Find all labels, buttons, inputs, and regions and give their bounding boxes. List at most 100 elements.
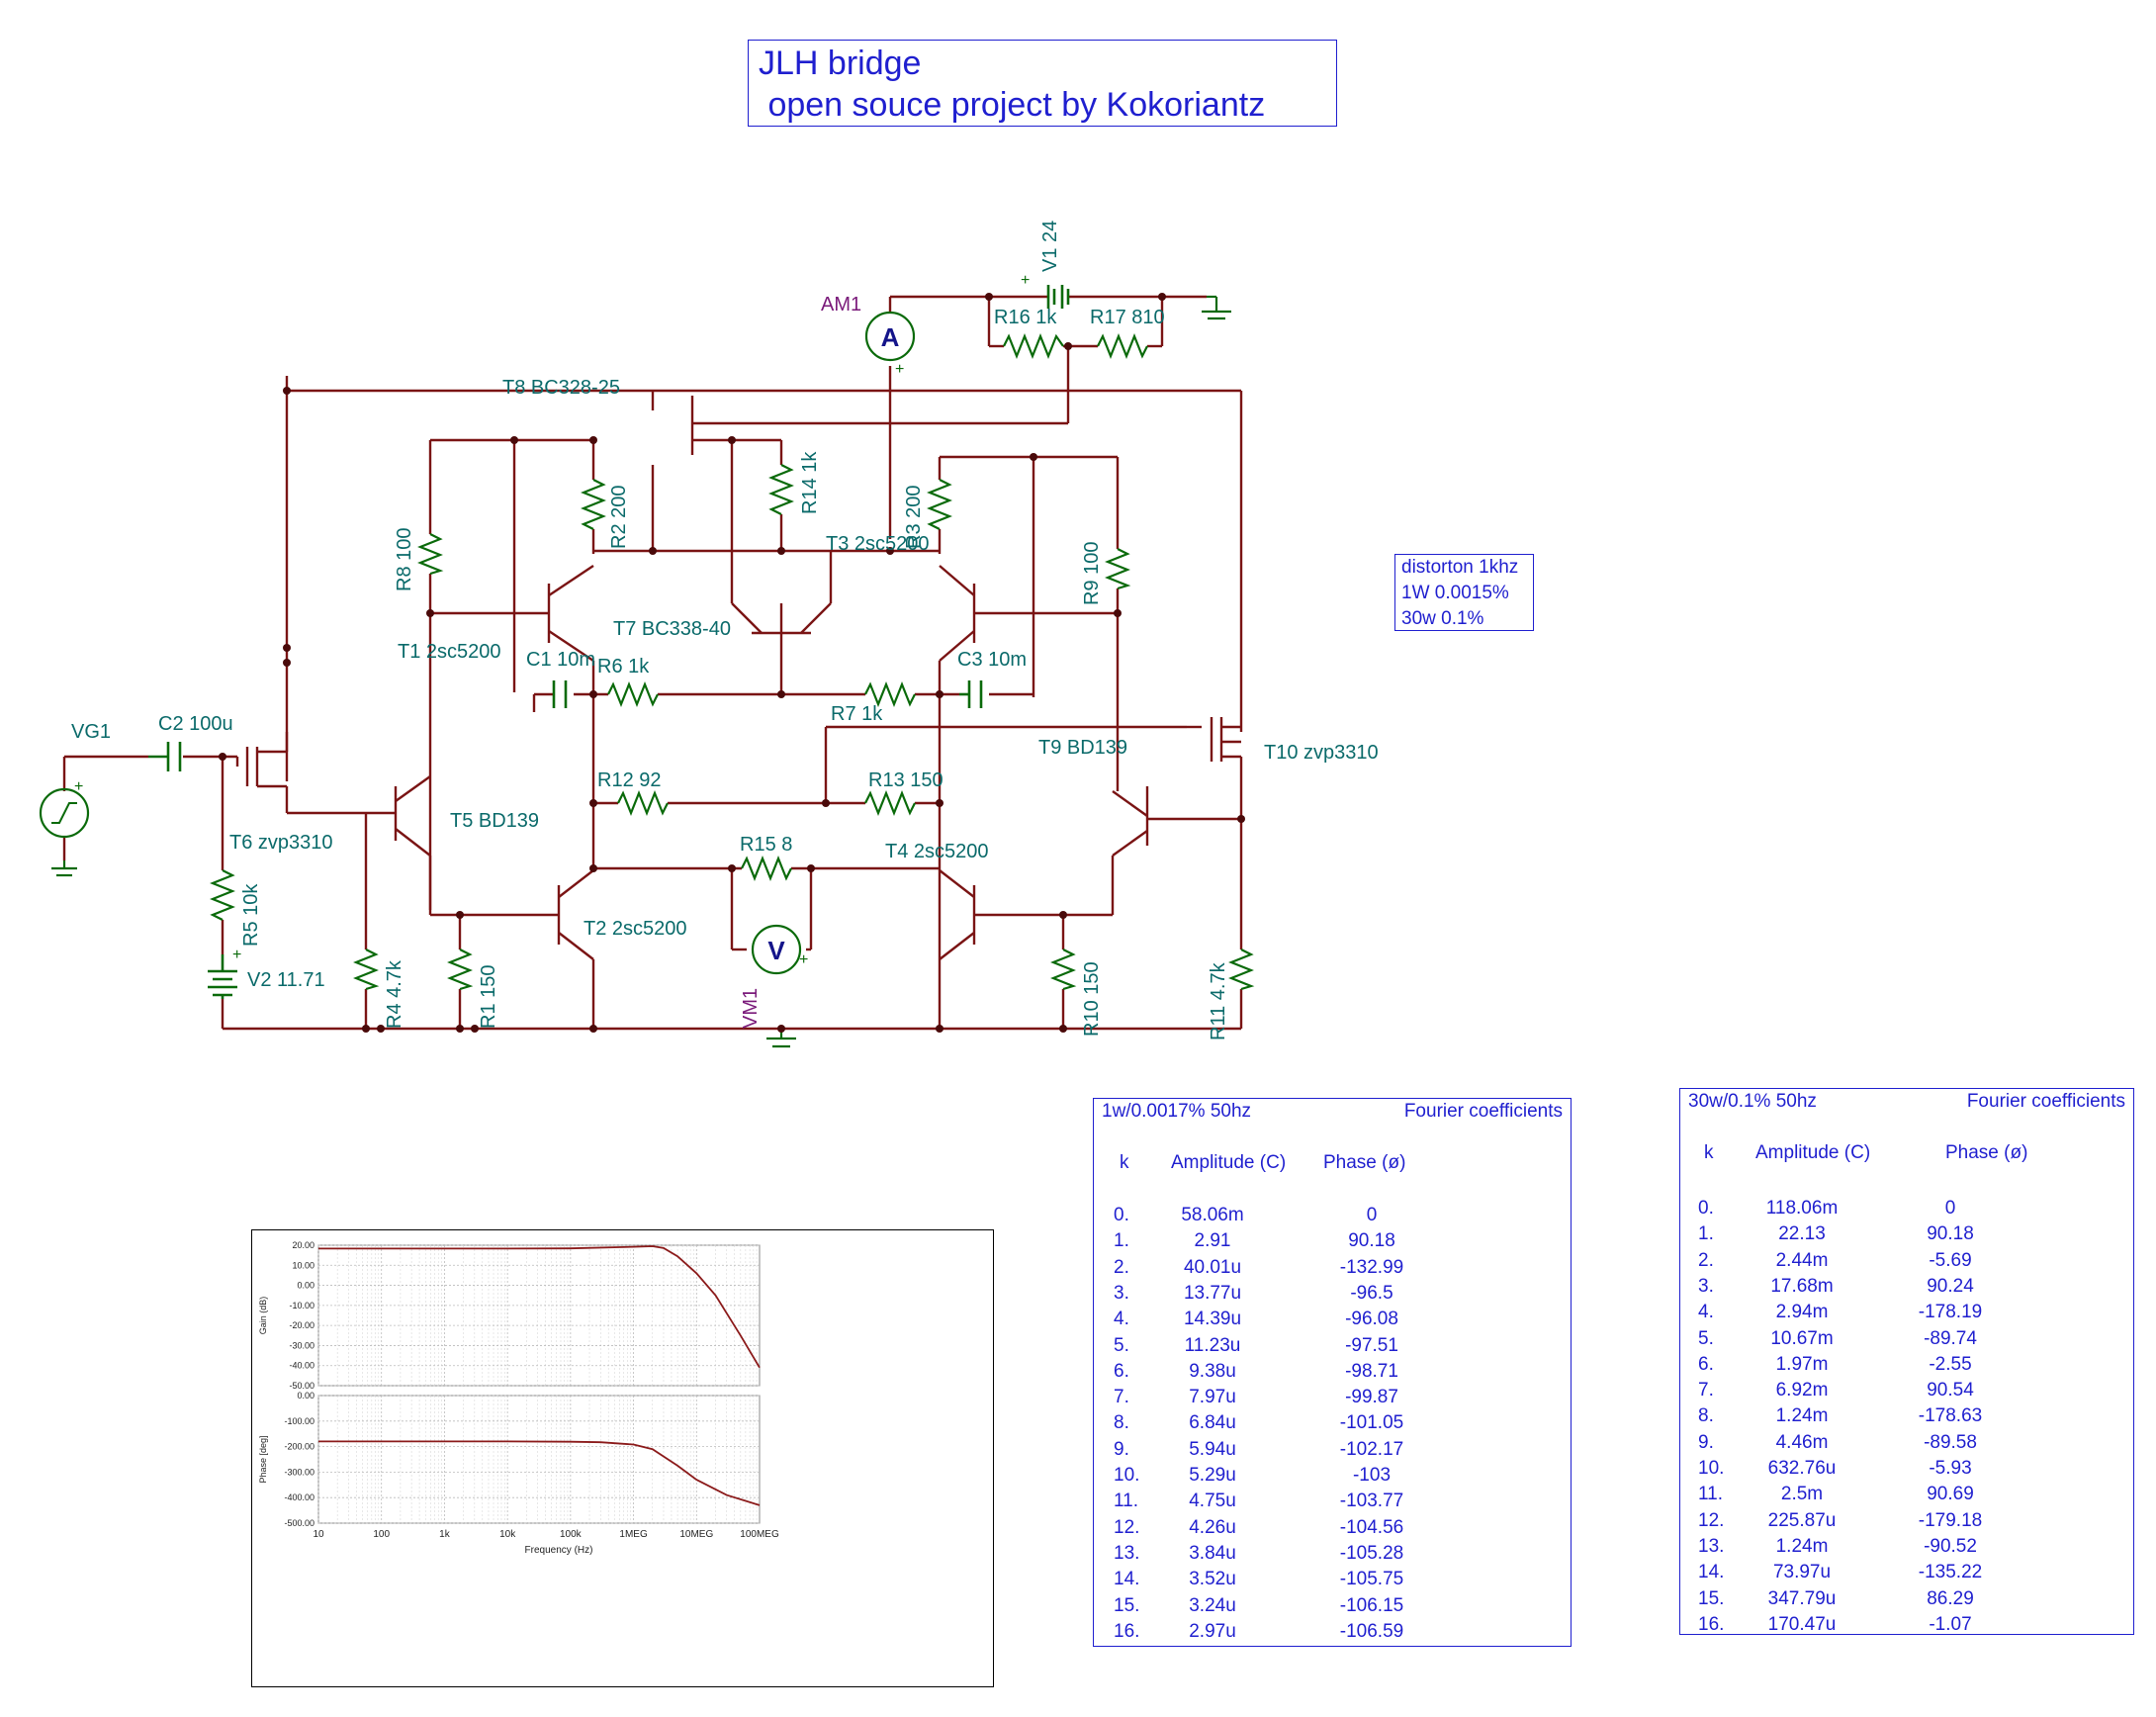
voltmeter-letter: V	[767, 936, 785, 965]
y-tick-label: -100.00	[284, 1416, 314, 1426]
cell-amp: 3.24u	[1189, 1594, 1236, 1616]
x-tick-label: 100k	[560, 1529, 583, 1540]
cell-k: 6.	[1698, 1353, 1714, 1375]
label-R8: R8 100	[394, 528, 415, 592]
resistor-R2	[581, 479, 606, 530]
label-R14: R14 1k	[799, 451, 821, 514]
resistor-R17	[1097, 333, 1148, 359]
voltmeter-icon: V	[751, 924, 802, 975]
fourier-table-30w: 30w/0.1% 50hz Fourier coefficients k Amp…	[1679, 1088, 2134, 1635]
wires	[62, 295, 1243, 1031]
label-V1: V1 24	[1039, 221, 1061, 272]
y-tick-label: -40.00	[289, 1361, 314, 1371]
resistor-R7	[864, 681, 916, 707]
x-tick-label: 100	[373, 1529, 390, 1540]
cell-k: 15.	[1698, 1587, 1725, 1609]
column-phase: Phase (ø)	[1323, 1152, 1406, 1173]
resistor-R12	[617, 790, 669, 816]
cell-phase: -1.07	[1929, 1613, 1972, 1635]
cell-amp: 5.29u	[1189, 1465, 1236, 1486]
x-axis-label: Frequency (Hz)	[525, 1545, 593, 1556]
cell-phase: -135.22	[1918, 1562, 1983, 1583]
resistor-R13	[864, 790, 916, 816]
cell-k: 6.	[1114, 1360, 1129, 1382]
x-tick-label: 10k	[499, 1529, 516, 1540]
cell-phase: 90.18	[1348, 1230, 1395, 1252]
table-row: 3.13.77u-96.5	[1094, 1283, 1571, 1309]
resistor-R11	[1228, 949, 1255, 991]
label-R10: R10 150	[1081, 961, 1103, 1037]
cell-phase: -178.63	[1918, 1405, 1983, 1427]
label-R13: R13 150	[868, 769, 943, 791]
cell-k: 7.	[1698, 1380, 1714, 1401]
label-R15: R15 8	[740, 834, 792, 856]
column-amplitude: Amplitude (C)	[1755, 1142, 1871, 1163]
title-line-1: JLH bridge	[759, 45, 922, 82]
cell-phase: -5.69	[1929, 1249, 1972, 1271]
cell-amp: 1.97m	[1775, 1353, 1829, 1375]
label-R9: R9 100	[1081, 542, 1103, 606]
cell-phase: -89.58	[1924, 1431, 1977, 1453]
cell-amp: 22.13	[1778, 1223, 1826, 1245]
fourier-heading: Fourier coefficients	[1403, 1101, 1563, 1122]
table-row: 6.9.38u-98.71	[1094, 1361, 1571, 1387]
cell-amp: 1.24m	[1775, 1535, 1829, 1557]
cell-amp: 632.76u	[1767, 1458, 1837, 1479]
table-row: 13.1.24m-90.52	[1680, 1536, 2133, 1562]
cell-phase: -96.5	[1350, 1282, 1393, 1304]
cell-phase: 0	[1366, 1205, 1378, 1225]
label-T1: T1 2sc5200	[398, 641, 501, 663]
cell-k: 1.	[1698, 1223, 1714, 1245]
x-tick-label: 1MEG	[619, 1529, 648, 1540]
cell-phase: 86.29	[1927, 1587, 1974, 1609]
plus-sign: +	[1021, 272, 1030, 289]
cell-amp: 13.77u	[1183, 1282, 1242, 1304]
x-tick-label: 10MEG	[679, 1529, 713, 1540]
cell-amp: 11.23u	[1184, 1334, 1241, 1356]
resistor-R6	[607, 681, 659, 707]
table-row: 2.40.01u-132.99	[1094, 1257, 1571, 1283]
cell-k: 13.	[1114, 1542, 1140, 1564]
label-R2: R2 200	[608, 486, 630, 550]
cell-amp: 40.01u	[1183, 1256, 1242, 1278]
table-row: 14.3.52u-105.75	[1094, 1569, 1571, 1594]
cell-phase: -89.74	[1924, 1327, 1977, 1349]
cell-phase: -2.55	[1929, 1353, 1972, 1375]
cell-amp: 7.97u	[1189, 1387, 1236, 1408]
cell-phase: -105.75	[1339, 1569, 1404, 1590]
cell-amp: 14.39u	[1183, 1309, 1242, 1330]
table-row: 11.4.75u-103.77	[1094, 1491, 1571, 1516]
fourier-title: 1w/0.0017% 50hz	[1102, 1101, 1252, 1122]
label-R7: R7 1k	[831, 703, 883, 725]
label-VM1: VM1	[740, 988, 762, 1029]
table-row: 8.6.84u-101.05	[1094, 1412, 1571, 1438]
table-row: 10.5.29u-103	[1094, 1465, 1571, 1491]
cell-phase: -97.51	[1345, 1334, 1398, 1356]
label-V2: V2 11.71	[247, 969, 325, 991]
cell-amp: 170.47u	[1767, 1613, 1837, 1635]
cell-k: 10.	[1698, 1458, 1725, 1479]
fourier-title: 30w/0.1% 50hz	[1688, 1091, 1817, 1112]
cell-amp: 73.97u	[1772, 1562, 1832, 1583]
cell-k: 14.	[1114, 1569, 1140, 1590]
label-AM1: AM1	[821, 294, 861, 316]
cell-phase: -99.87	[1345, 1387, 1398, 1408]
cell-phase: -101.05	[1339, 1412, 1404, 1434]
table-row: 7.7.97u-99.87	[1094, 1387, 1571, 1412]
cell-amp: 17.68m	[1770, 1275, 1834, 1297]
label-C2: C2 100u	[158, 713, 233, 735]
cell-k: 4.	[1114, 1309, 1129, 1330]
cell-phase: 90.24	[1927, 1275, 1974, 1297]
label-T10: T10 zvp3310	[1264, 742, 1379, 764]
resistor-R1	[447, 949, 474, 991]
table-row: 14.73.97u-135.22	[1680, 1562, 2133, 1587]
table-row: 9.4.46m-89.58	[1680, 1432, 2133, 1458]
cell-phase: -5.93	[1929, 1458, 1972, 1479]
column-k: k	[1120, 1152, 1129, 1173]
label-T7: T7 BC338-40	[613, 618, 731, 640]
label-T3: T3 2sc5200	[826, 533, 930, 555]
